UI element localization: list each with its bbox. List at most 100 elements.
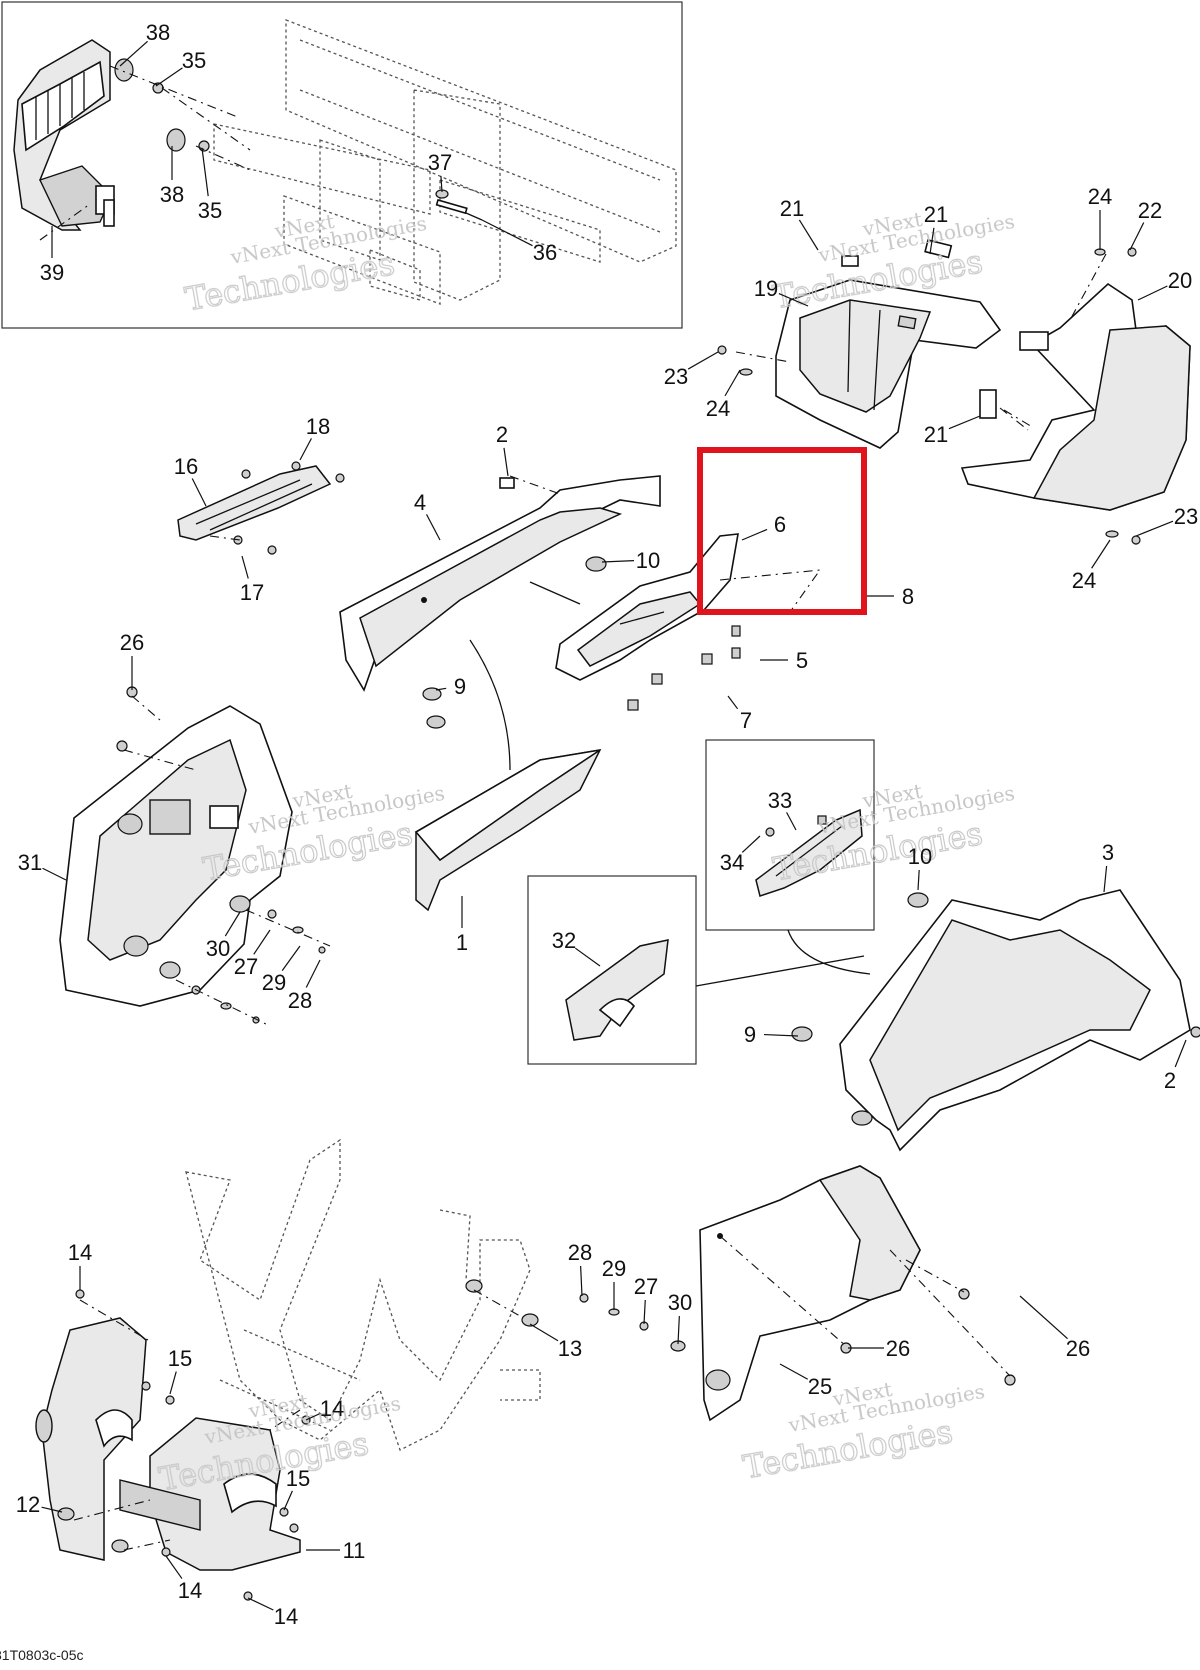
part-hook-33	[755, 808, 863, 897]
callout-leader-c59	[779, 1363, 809, 1380]
callout-leader-c52	[247, 1597, 274, 1611]
part-plate-32	[565, 939, 669, 1041]
callout-leader-c58	[1019, 1295, 1068, 1340]
callout-label-c47: 14	[320, 1396, 344, 1421]
callout-label-c25: 6	[774, 512, 786, 537]
callout-label-c21: 17	[240, 580, 264, 605]
callout-label-c57: 26	[886, 1336, 910, 1361]
callout-label-c28: 7	[740, 708, 752, 733]
callout-leader-c4	[201, 147, 209, 197]
callout-leader-c24	[601, 560, 635, 563]
callout-leader-c23	[425, 514, 441, 541]
callout-leader-c55	[643, 1299, 646, 1325]
callout-label-c51: 14	[178, 1578, 202, 1603]
callout-leader-c35	[305, 959, 321, 988]
callout-leader-c8	[798, 219, 819, 251]
callout-leader-c33	[253, 929, 271, 955]
callout-label-c23: 4	[414, 490, 426, 515]
callout-leader-c17	[1135, 520, 1174, 537]
callout-label-c22: 2	[496, 422, 508, 447]
callout-leader-c31	[42, 867, 67, 881]
callout-label-c59: 25	[808, 1374, 832, 1399]
callout-label-c55: 27	[634, 1274, 658, 1299]
callout-leader-c13	[1137, 285, 1168, 301]
callout-label-c43: 2	[1164, 1068, 1176, 1093]
part-footrest-16	[177, 461, 345, 555]
callout-label-c14: 23	[664, 364, 688, 389]
callout-leader-c46	[529, 1323, 559, 1342]
callout-label-c52: 14	[274, 1604, 298, 1629]
callout-leader-c53	[580, 1265, 583, 1297]
callout-label-c1: 38	[146, 20, 170, 45]
callout-leader-c49	[41, 1506, 63, 1513]
callout-leader-c15	[724, 369, 741, 397]
callout-leader-c28	[727, 695, 739, 710]
callout-leader-c2	[155, 67, 183, 87]
callout-label-c16: 21	[924, 422, 948, 447]
callout-label-c42: 9	[744, 1022, 756, 1047]
callout-label-c6: 36	[533, 240, 557, 265]
callout-leader-c56	[677, 1315, 680, 1345]
part-front-cover-left	[35, 1317, 147, 1561]
part-front-cover-right-11	[119, 1417, 301, 1571]
callout-label-c49: 12	[16, 1492, 40, 1517]
callout-label-c27: 5	[796, 648, 808, 673]
callout-label-c11: 22	[1138, 198, 1162, 223]
frame-front-bottom	[185, 1138, 541, 1451]
callout-leader-c32	[224, 911, 241, 937]
inset-frame-top-left	[1, 1, 683, 329]
callout-label-c5: 37	[428, 150, 452, 175]
callout-label-c39: 10	[908, 844, 932, 869]
part-grille-39	[13, 39, 115, 231]
callout-leader-c20	[191, 478, 207, 507]
callout-label-c12: 19	[754, 276, 778, 301]
highlight-box-part-6	[697, 447, 867, 615]
part-side-cover-25	[699, 1165, 921, 1422]
callout-leader-c45	[169, 1371, 177, 1395]
callout-leader-c51	[165, 1555, 183, 1579]
callout-leader-c37	[786, 812, 797, 831]
callout-label-c8: 21	[780, 196, 804, 221]
callout-leader-c48	[283, 1490, 293, 1511]
callout-label-c32: 30	[206, 936, 230, 961]
callout-leader-c5	[440, 175, 443, 193]
part-side-panel-4	[339, 475, 661, 729]
callout-label-c35: 28	[288, 988, 312, 1013]
callout-leader-c18	[1091, 539, 1111, 569]
callout-leader-c25	[741, 528, 768, 541]
callout-label-c40: 3	[1102, 840, 1114, 865]
callout-label-c29: 9	[454, 674, 466, 699]
part-mudguard-1	[414, 749, 602, 912]
callout-label-c58: 26	[1066, 1336, 1090, 1361]
footer-drawing-code: 81T0803c-05c	[0, 1647, 84, 1663]
callout-label-c9: 21	[924, 202, 948, 227]
callout-leader-c9	[929, 227, 935, 255]
callout-label-c3: 38	[160, 182, 184, 207]
callout-leader-c6	[481, 219, 533, 247]
callout-leader-c12	[778, 292, 809, 307]
callout-label-c19: 18	[306, 414, 330, 439]
callout-label-c34: 29	[262, 970, 286, 995]
callout-leader-c43	[1174, 1039, 1187, 1068]
callout-label-c45: 15	[168, 1346, 192, 1371]
callout-label-c15: 24	[706, 396, 730, 421]
callout-leader-c38	[741, 835, 761, 853]
inset-box-33	[705, 739, 875, 931]
callout-label-c7: 39	[40, 260, 64, 285]
callout-label-c30: 26	[120, 630, 144, 655]
callout-label-c17: 23	[1174, 504, 1198, 529]
part-bracket-6	[555, 533, 741, 711]
part-side-cover-31	[59, 686, 293, 1007]
callout-label-c18: 24	[1072, 568, 1096, 593]
callout-leader-c19	[299, 438, 312, 461]
callout-label-c54: 29	[602, 1256, 626, 1281]
callout-leader-c47	[305, 1413, 320, 1421]
callout-leader-c16	[948, 415, 981, 430]
callout-leader-c1	[119, 40, 148, 67]
inset-box-32	[527, 875, 697, 1065]
callout-label-c56: 30	[668, 1290, 692, 1315]
fasteners-top-right	[717, 247, 1141, 545]
callout-label-c33: 27	[234, 954, 258, 979]
callout-leaders	[41, 40, 1187, 1611]
callout-label-c4: 35	[198, 198, 222, 223]
